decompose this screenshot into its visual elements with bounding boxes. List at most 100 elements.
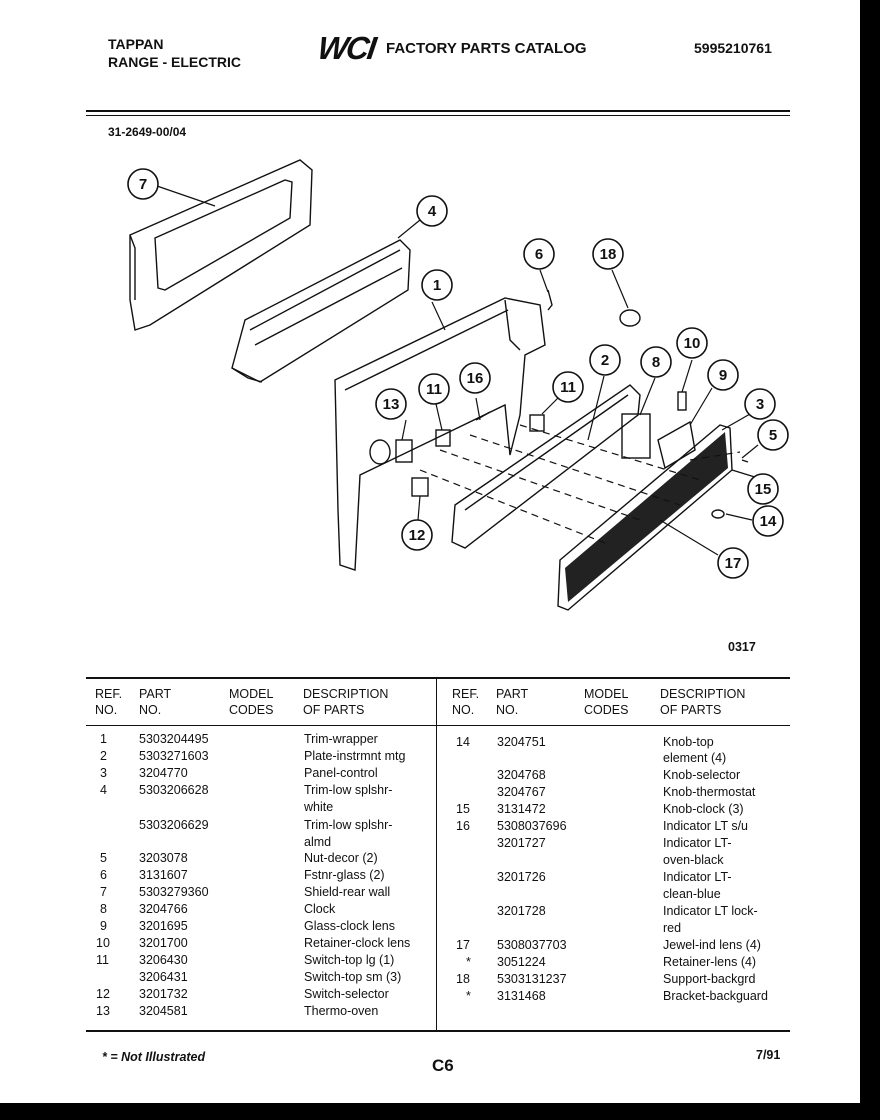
row-desc: Nut-decor (2) xyxy=(304,851,378,865)
not-illustrated-note: * = Not Illustrated xyxy=(102,1050,206,1064)
row-desc: Trim-low splshr- xyxy=(304,818,393,832)
row-desc: Retainer-clock lens xyxy=(304,936,411,950)
print-date: 7/91 xyxy=(756,1048,781,1062)
svg-text:6: 6 xyxy=(535,246,543,263)
header-rule-bottom xyxy=(86,115,790,116)
page-number: C6 xyxy=(432,1056,454,1075)
catalog-title: FACTORY PARTS CATALOG xyxy=(386,40,587,57)
row-desc: Shield-rear wall xyxy=(304,885,391,899)
row-desc: Support-backgrd xyxy=(663,972,756,986)
row-part: 3203078 xyxy=(139,851,188,865)
control-panel-part xyxy=(557,424,733,611)
product-type: RANGE - ELECTRIC xyxy=(108,54,241,70)
row-part: 3204768 xyxy=(497,768,546,782)
row-ref: 11 xyxy=(96,953,109,967)
row-part: 3206431 xyxy=(139,970,188,984)
right-ref-header: REF.NO. xyxy=(452,687,480,717)
brand-name: TAPPAN xyxy=(108,36,164,52)
row-desc: Knob-clock (3) xyxy=(663,802,744,816)
svg-text:17: 17 xyxy=(725,555,742,572)
row-ref: 15 xyxy=(456,802,470,816)
row-desc: Fstnr-glass (2) xyxy=(304,868,385,882)
row-ref: 13 xyxy=(96,1004,110,1018)
header-rule-top xyxy=(86,110,790,112)
row-desc: Retainer-lens (4) xyxy=(663,955,757,969)
svg-text:8: 8 xyxy=(652,354,660,371)
row-ref: 3 xyxy=(100,766,107,780)
row-desc: red xyxy=(663,921,682,935)
row-part: 5303279360 xyxy=(139,885,209,899)
row-desc: Indicator LT lock- xyxy=(663,904,758,918)
row-desc: clean-blue xyxy=(663,887,721,901)
row-part: 3201700 xyxy=(139,936,188,950)
row-ref: * xyxy=(466,989,471,1003)
svg-text:11: 11 xyxy=(560,379,576,396)
row-part: 3206430 xyxy=(139,953,188,967)
svg-text:9: 9 xyxy=(719,367,727,384)
row-desc: Switch-selector xyxy=(304,987,389,1001)
svg-text:14: 14 xyxy=(760,513,777,530)
svg-text:1: 1 xyxy=(433,277,441,294)
row-part: 3201728 xyxy=(497,904,546,918)
row-ref: 5 xyxy=(100,851,107,865)
table-center-divider xyxy=(436,677,437,1032)
row-desc: Plate-instrmnt mtg xyxy=(304,749,406,763)
row-part: 5308037703 xyxy=(497,938,567,952)
row-ref: 12 xyxy=(96,987,110,1001)
svg-text:15: 15 xyxy=(755,481,772,498)
row-ref: 16 xyxy=(456,819,470,833)
row-desc: Indicator LT- xyxy=(663,870,732,884)
row-part: 3131468 xyxy=(497,989,546,1003)
parts-catalog-page: TAPPAN RANGE - ELECTRIC WCI FACTORY PART… xyxy=(0,0,860,1103)
drawing-code: 0317 xyxy=(728,640,756,654)
row-desc: white xyxy=(304,800,334,814)
row-part: 3201695 xyxy=(139,919,188,933)
row-desc: Jewel-ind lens (4) xyxy=(663,938,761,952)
row-desc: Knob-top xyxy=(663,735,714,749)
row-desc: Indicator LT s/u xyxy=(663,819,748,833)
svg-text:11: 11 xyxy=(426,381,442,398)
row-part: 3201732 xyxy=(139,987,188,1001)
svg-text:7: 7 xyxy=(139,176,147,193)
row-part: 3201726 xyxy=(497,870,546,884)
row-desc: Trim-low splshr- xyxy=(304,783,393,797)
row-ref: * xyxy=(466,955,471,969)
table-header-rule xyxy=(86,725,790,726)
row-desc: Glass-clock lens xyxy=(304,919,395,933)
row-part: 3051224 xyxy=(497,955,546,969)
trim-low-splasher-part xyxy=(231,239,411,383)
row-desc: Switch-top lg (1) xyxy=(304,953,395,967)
row-part: 5303206629 xyxy=(139,818,209,832)
row-part: 5308037696 xyxy=(497,819,567,833)
row-part: 5303131237 xyxy=(497,972,567,986)
row-part: 5303206628 xyxy=(139,783,209,797)
svg-text:4: 4 xyxy=(428,203,437,220)
svg-text:5: 5 xyxy=(769,427,777,444)
row-desc: Clock xyxy=(304,902,336,916)
row-ref: 2 xyxy=(100,749,107,763)
row-desc: element (4) xyxy=(663,751,727,765)
row-desc: Switch-top sm (3) xyxy=(304,970,402,984)
svg-text:13: 13 xyxy=(383,396,400,413)
row-part: 5303271603 xyxy=(139,749,209,763)
svg-text:18: 18 xyxy=(600,246,617,263)
row-desc: Trim-wrapper xyxy=(304,732,378,746)
row-ref: 8 xyxy=(100,902,107,916)
svg-text:10: 10 xyxy=(684,335,701,352)
left-ref-header: REF.NO. xyxy=(95,687,123,717)
instrument-plate-part xyxy=(451,384,641,549)
row-part: 5303204495 xyxy=(139,732,209,746)
row-part: 3131472 xyxy=(497,802,546,816)
callout-circles: 7 4 6 18 1 10 2 8 9 3 5 13 11 16 11 15 1… xyxy=(127,168,789,579)
row-ref: 4 xyxy=(100,783,107,797)
row-ref: 1 xyxy=(100,732,107,746)
row-desc: almd xyxy=(304,835,332,849)
row-part: 3201727 xyxy=(497,836,546,850)
trim-wrapper-part xyxy=(334,297,546,571)
row-part: 3204751 xyxy=(497,735,546,749)
